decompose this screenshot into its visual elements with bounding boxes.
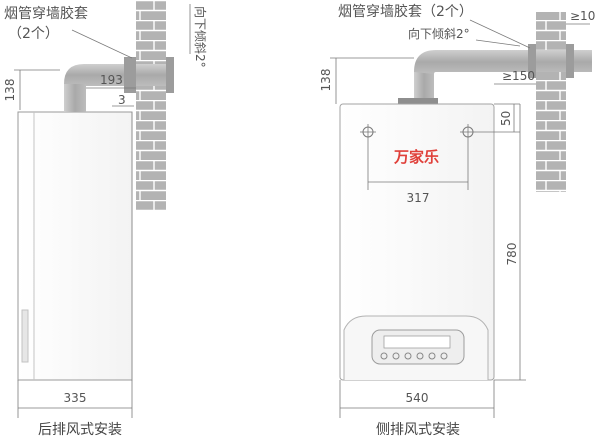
- mount-holes: [360, 124, 476, 140]
- left-sleeve-leader: [71, 29, 133, 59]
- left-flue-pipe: [64, 57, 174, 112]
- left-dim-height: 138: [3, 79, 17, 102]
- left-slope-label: 向下倾斜2°: [193, 6, 208, 68]
- right-dim-height: 138: [319, 69, 333, 92]
- left-sleeve-label-line2: （2个）: [8, 26, 59, 42]
- brand-logo: 万家乐: [393, 148, 439, 166]
- right-dim-width: 540: [406, 391, 429, 405]
- left-view: 烟管穿墙胶套 （2个） 向下倾斜2° 138 193 3 335 后排风式安装: [3, 0, 208, 438]
- right-dim-body-height: 780: [505, 243, 519, 266]
- left-dim-gap: 3: [118, 93, 126, 107]
- right-sleeve-label: 烟管穿墙胶套（2个）: [338, 3, 473, 20]
- left-sleeve-label-line1: 烟管穿墙胶套: [4, 5, 88, 22]
- left-brick-wall: [136, 0, 166, 210]
- left-heater-body: [17, 111, 133, 381]
- right-heater-body: [339, 103, 495, 381]
- left-dim-pipe-length: 193: [100, 73, 123, 87]
- right-dim-mount-spacing: 317: [407, 191, 430, 205]
- right-caption: 侧排风式安装: [376, 422, 460, 438]
- right-slope-label: 向下倾斜2°: [408, 26, 470, 41]
- left-dim-width: 335: [64, 391, 87, 405]
- right-sleeve-leader: [469, 19, 531, 49]
- right-flue-pipe: [398, 44, 592, 104]
- right-view: 万家乐 317 烟管穿墙胶套（2个） 向下倾斜2° ≥10 138 ≥150 5…: [319, 3, 595, 438]
- control-buttons: [380, 352, 448, 360]
- left-caption: 后排风式安装: [38, 422, 122, 438]
- right-brick-wall: [536, 12, 566, 192]
- right-dim-clearance: ≥150: [502, 69, 535, 83]
- right-dim-mount-offset: 50: [499, 111, 513, 126]
- right-dim-top-gap: ≥10: [570, 9, 595, 23]
